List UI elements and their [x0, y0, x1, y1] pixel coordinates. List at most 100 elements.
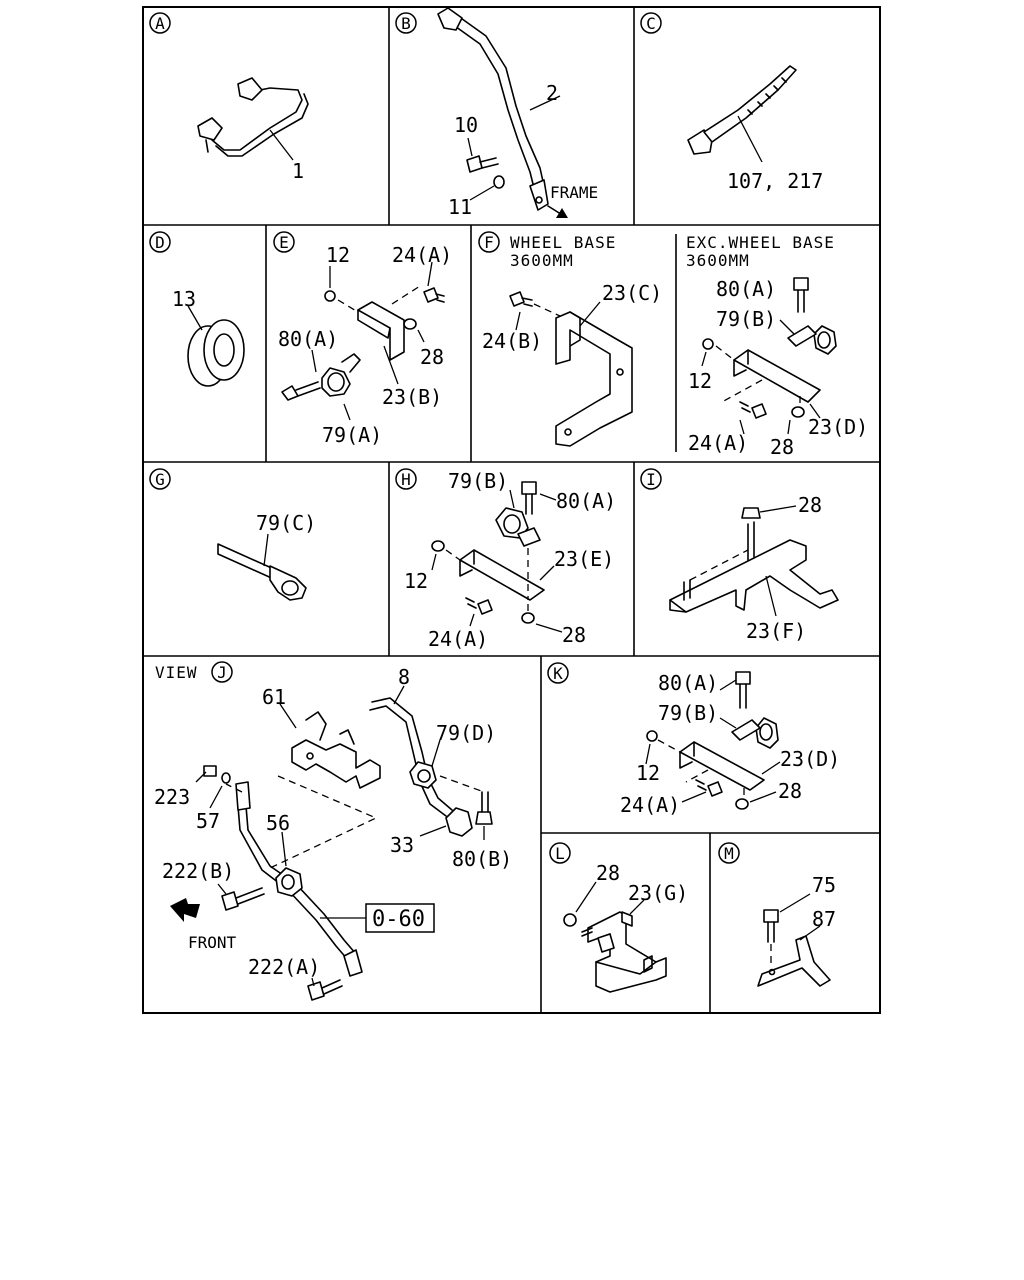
part-label: 28	[420, 345, 444, 369]
part-label: 23(D)	[808, 415, 868, 439]
part-label: 57	[196, 809, 220, 833]
part-label: 28	[770, 435, 794, 459]
clamp-56	[275, 867, 303, 897]
part-label: 61	[262, 685, 286, 709]
panel-m: M 75 87	[718, 842, 836, 987]
cable-8	[369, 697, 453, 817]
part-label: 87	[812, 907, 836, 931]
part-label: 23(E)	[554, 547, 614, 571]
part-label: 80(A)	[716, 277, 776, 301]
clip-79b	[787, 325, 837, 355]
grommet-13	[187, 319, 245, 387]
bolt-80b	[475, 811, 493, 825]
panel-letter: K	[553, 664, 563, 683]
ref-label: 0-60	[372, 907, 425, 932]
clip-79a	[321, 353, 361, 397]
panel-letter: L	[555, 844, 565, 863]
washer-57	[221, 772, 231, 784]
panel-c: C 107, 217	[640, 12, 823, 193]
part-label: 79(B)	[658, 701, 718, 725]
nut-28	[791, 406, 805, 418]
panel-k: K 80(A) 79(B) 12 23(D) 24(A) 28	[547, 662, 840, 817]
bolt-80a	[735, 671, 751, 685]
part-label: 28	[596, 861, 620, 885]
bolt-80a	[793, 277, 809, 291]
panel-letter: B	[401, 14, 411, 33]
view-label: VIEW	[155, 663, 198, 682]
panel-header: EXC.WHEEL BASE	[686, 233, 835, 252]
nut-12	[646, 730, 658, 742]
ref-box	[365, 903, 435, 933]
part-label: 79(C)	[256, 511, 316, 535]
nut-28	[563, 913, 577, 927]
panel-f-exc: EXC.WHEEL BASE 3600MM 80(A) 79(B) 12 24(…	[686, 233, 868, 459]
panel-j: VIEW J	[154, 661, 512, 1001]
panel-letter: I	[646, 470, 656, 489]
part-label: 1	[292, 159, 304, 183]
clip-79d	[409, 761, 437, 789]
clip-79b	[495, 507, 541, 547]
bolt-222b	[221, 891, 239, 911]
part-label: 24(B)	[482, 329, 542, 353]
part-label: 28	[798, 493, 822, 517]
bracket-23d	[733, 349, 821, 403]
bracket-23g	[587, 911, 667, 993]
bracket-23d	[679, 741, 765, 791]
part-label: 24(A)	[688, 431, 748, 455]
bolt-24b	[509, 291, 525, 307]
ground-cable-2	[437, 7, 549, 211]
part-label: 79(B)	[716, 307, 776, 331]
part-label: 222(A)	[248, 955, 320, 979]
panel-header: 3600MM	[686, 251, 750, 270]
bracket-61	[291, 711, 381, 789]
frame-arrow-head	[556, 208, 568, 218]
front-arrow	[170, 898, 200, 922]
panel-d: D 13	[149, 231, 245, 387]
part-label: 80(A)	[658, 671, 718, 695]
part-label: 12	[636, 761, 660, 785]
panel-letter: H	[401, 470, 411, 489]
bolt-24a	[751, 403, 767, 419]
part-label: 80(B)	[452, 847, 512, 871]
bolt-222a	[307, 981, 325, 1001]
panel-letter: E	[279, 233, 289, 252]
part-label: 80(A)	[278, 327, 338, 351]
stud	[683, 579, 691, 601]
washer	[597, 933, 615, 953]
panel-f: F WHEEL BASE 3600MM 24(B) 23(C)	[478, 231, 662, 447]
part-label: 222(B)	[162, 859, 234, 883]
nut-28	[403, 318, 417, 330]
part-label: 12	[326, 243, 350, 267]
front-label: FRONT	[188, 933, 237, 952]
panel-letter: J	[217, 663, 227, 682]
bolt-10	[466, 155, 499, 173]
panel-i: I 28 23(F)	[640, 468, 839, 643]
panel-letter: G	[155, 470, 165, 489]
nut-28	[741, 507, 761, 519]
part-label: 12	[688, 369, 712, 393]
panel-h: H 79(B) 80(A) 12 23(E) 24(A) 28	[395, 468, 616, 651]
nut-28	[521, 612, 535, 624]
panel-header: 3600MM	[510, 251, 574, 270]
part-label: 23(D)	[780, 747, 840, 771]
bolt-80a	[281, 385, 299, 401]
part-label: 24(A)	[428, 627, 488, 651]
part-label: 79(D)	[436, 721, 496, 745]
part-label: 10	[454, 113, 478, 137]
panel-letter: M	[724, 844, 734, 863]
bolt-80a	[521, 481, 537, 495]
panel-letter: D	[155, 233, 165, 252]
bracket-23e	[459, 549, 545, 601]
part-label: 23(G)	[628, 881, 688, 905]
stud	[747, 521, 755, 561]
part-label: 107, 217	[727, 169, 823, 193]
bolt-75	[763, 909, 779, 923]
part-label: 33	[390, 833, 414, 857]
part-label: 8	[398, 665, 410, 689]
bolt-24a	[477, 599, 493, 615]
washer-11	[493, 175, 505, 189]
cable-tie	[687, 65, 797, 155]
bolt-24a	[707, 781, 723, 797]
nut-12	[702, 338, 714, 350]
part-label: 223	[154, 785, 190, 809]
